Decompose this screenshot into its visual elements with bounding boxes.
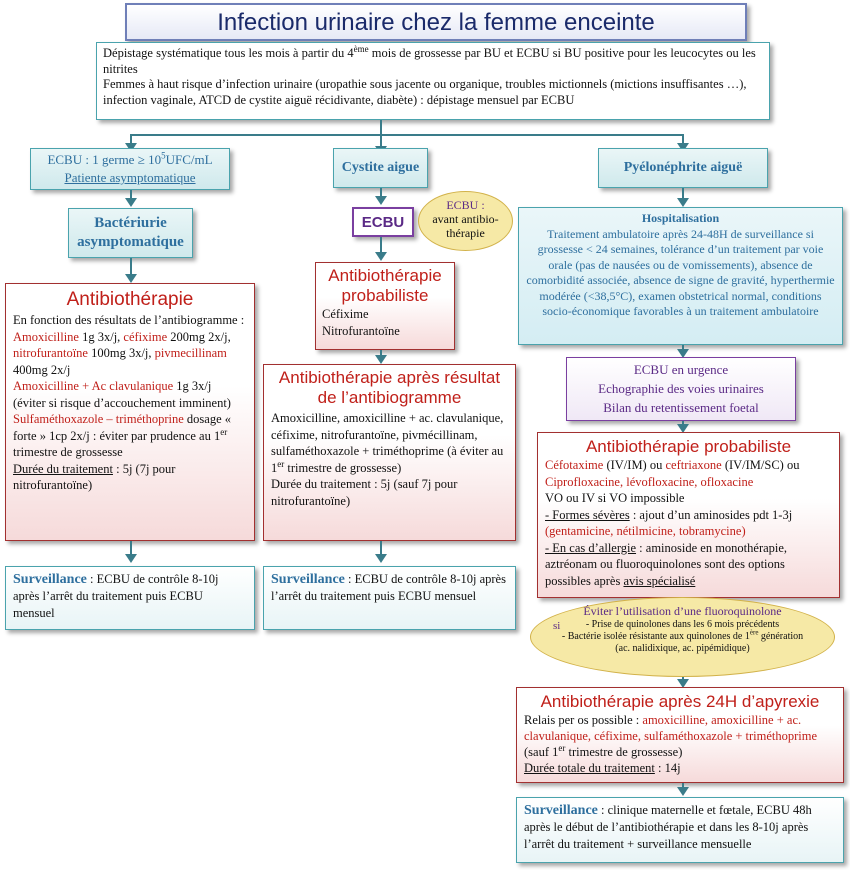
middle-proba-title: Antibiothérapie probabiliste xyxy=(328,266,442,305)
left-surveillance-box: Surveillance : ECBU de contrôle 8-10j ap… xyxy=(5,566,255,630)
oval-bullet1: - Prise de quinolones dans les 6 mois pr… xyxy=(585,619,780,630)
oval-line3: thérapie xyxy=(446,226,485,240)
cystite-box: Cystite aigue xyxy=(333,148,428,188)
ecbu-middle-box: ECBU xyxy=(352,207,414,237)
right-proba-title: Antibiothérapie probabiliste xyxy=(585,437,792,456)
connector xyxy=(682,421,684,426)
right-proba-box: Antibiothérapie probabiliste Céfotaxime … xyxy=(537,432,840,598)
urgence-line2: Echographie des voies urinaires xyxy=(598,381,764,396)
connector xyxy=(130,258,132,276)
title-box: Infection urinaire chez la femme enceint… xyxy=(125,3,747,41)
right-proba-allergy: - En cas d’allergie : aminoside en monot… xyxy=(545,540,788,588)
arrow-icon xyxy=(125,198,137,207)
pyelo-box: Pyélonéphrite aiguë xyxy=(598,148,768,188)
arrow-icon xyxy=(375,554,387,563)
right-proba-drugs: Céfotaxime (IV/IM) ou ceftriaxone (IV/IM… xyxy=(545,458,800,489)
middle-proba-box: Antibiothérapie probabiliste Céfixime Ni… xyxy=(315,262,455,350)
arrow-icon xyxy=(375,252,387,261)
left-abx-amoxclav: Amoxicilline + Ac clavulanique 1g 3x/j (… xyxy=(13,379,231,410)
arrow-icon xyxy=(125,274,137,283)
screening-line2: Femmes à haut risque d’infection urinair… xyxy=(103,77,747,107)
middle-after-duree: Durée du traitement : 5j (sauf 7j pour n… xyxy=(271,477,458,508)
oval-si: si xyxy=(553,620,561,632)
arrow-icon xyxy=(375,196,387,205)
arrow-icon xyxy=(677,787,689,796)
middle-after-title: Antibiothérapie après résultat de l’anti… xyxy=(278,368,501,407)
connector xyxy=(682,188,684,200)
connector xyxy=(380,188,382,198)
left-abx-smx: Sulfaméthoxazole – triméthoprine dosage … xyxy=(13,412,232,459)
connector xyxy=(130,134,132,146)
right-proba-severe: - Formes sévères : ajout d’un aminosides… xyxy=(545,507,793,539)
left-abx-intro: En fonction des résultats de l’antibiogr… xyxy=(13,313,245,327)
left-abx-box: Antibiothérapie En fonction des résultat… xyxy=(5,283,255,541)
arrow-icon xyxy=(375,355,387,364)
apyrexie-duree: Durée totale du traitement : 14j xyxy=(524,761,681,775)
left-abx-title: Antibiothérapie xyxy=(66,289,194,310)
page-title: Infection urinaire chez la femme enceint… xyxy=(217,9,655,36)
connector xyxy=(380,350,382,355)
oval-bullet2: - Bactérie isolée résistante aux quinolo… xyxy=(561,628,804,654)
pyelo-label: Pyélonéphrite aiguë xyxy=(623,160,743,175)
proba-drug2: Nitrofurantoïne xyxy=(322,324,400,338)
connector xyxy=(380,237,382,254)
connector xyxy=(682,134,684,146)
right-proba-route: VO ou IV si VO impossible xyxy=(545,491,685,505)
middle-surveillance-box: Surveillance : ECBU de contrôle 8-10j ap… xyxy=(263,566,516,630)
middle-after-box: Antibiothérapie après résultat de l’anti… xyxy=(263,364,516,541)
oval-fluoro-title: Éviter l’utilisation d’une fluoroquinolo… xyxy=(583,604,782,618)
apyrexie-box: Antibiothérapie après 24H d’apyrexie Rel… xyxy=(516,687,844,783)
arrow-icon xyxy=(677,198,689,207)
left-abx-duree: Durée du traitement : 5j (7j pour nitrof… xyxy=(13,461,176,493)
bacteriurie-label: Bactériurie asymptomatique xyxy=(77,215,184,250)
right-surveillance-box: Surveillance : clinique maternelle et fœ… xyxy=(516,797,844,863)
fluoroquinolone-oval: Éviter l’utilisation d’une fluoroquinolo… xyxy=(530,597,835,677)
connector xyxy=(130,190,132,200)
screening-box: Dépistage systématique tous les mois à p… xyxy=(96,42,770,120)
hospitalisation-box: Hospitalisation Traitement ambulatoire a… xyxy=(518,207,843,345)
screening-line1: Dépistage systématique tous les mois à p… xyxy=(103,43,756,76)
right-surveillance: Surveillance : clinique maternelle et fœ… xyxy=(524,803,812,851)
apyrexie-title: Antibiothérapie après 24H d’apyrexie xyxy=(540,692,820,711)
arrow-icon xyxy=(677,424,689,433)
arrow-icon xyxy=(677,143,689,152)
urgence-line3: Bilan du retentissement foetal xyxy=(603,400,759,415)
connector xyxy=(380,541,382,556)
connector xyxy=(130,134,683,136)
proba-drug1: Céfixime xyxy=(322,307,369,321)
ecbu-before-oval: ECBU : avant antibio- thérapie xyxy=(418,191,513,251)
urgence-line1: ECBU en urgence xyxy=(633,362,729,377)
hosp-text: Traitement ambulatoire après 24-48H de s… xyxy=(526,226,835,319)
oval-line2: avant antibio- xyxy=(432,212,499,226)
urgence-box: ECBU en urgence Echographie des voies ur… xyxy=(566,357,796,421)
left-surveillance: Surveillance : ECBU de contrôle 8-10j ap… xyxy=(13,572,219,620)
connector xyxy=(682,783,684,789)
cystite-label: Cystite aigue xyxy=(341,160,420,175)
connector xyxy=(130,541,132,556)
patient-status: Patiente asymptomatique xyxy=(64,170,196,185)
ecbu-criteria-box: ECBU : 1 germe ≥ 105UFC/mL Patiente asym… xyxy=(30,148,230,190)
hosp-title: Hospitalisation xyxy=(641,211,720,225)
apyrexie-relais: Relais per os possible : amoxicilline, a… xyxy=(524,713,818,759)
left-abx-drugs: Amoxicilline 1g 3x/j, céfixime 200mg 2x/… xyxy=(13,329,231,377)
arrow-icon xyxy=(125,143,137,152)
connector xyxy=(682,345,684,350)
bacteriurie-box: Bactériurie asymptomatique xyxy=(68,208,193,258)
arrow-icon xyxy=(677,349,689,358)
ecbu-middle-label: ECBU xyxy=(361,214,405,231)
middle-surveillance: Surveillance : ECBU de contrôle 8-10j ap… xyxy=(271,572,506,603)
arrow-icon xyxy=(677,679,689,688)
arrow-icon xyxy=(125,554,137,563)
middle-after-drugs: Amoxicilline, amoxicilline + ac. clavula… xyxy=(271,411,504,475)
ecbu-criteria: ECBU : 1 germe ≥ 105UFC/mL xyxy=(47,150,213,167)
oval-line1: ECBU : xyxy=(446,198,485,212)
